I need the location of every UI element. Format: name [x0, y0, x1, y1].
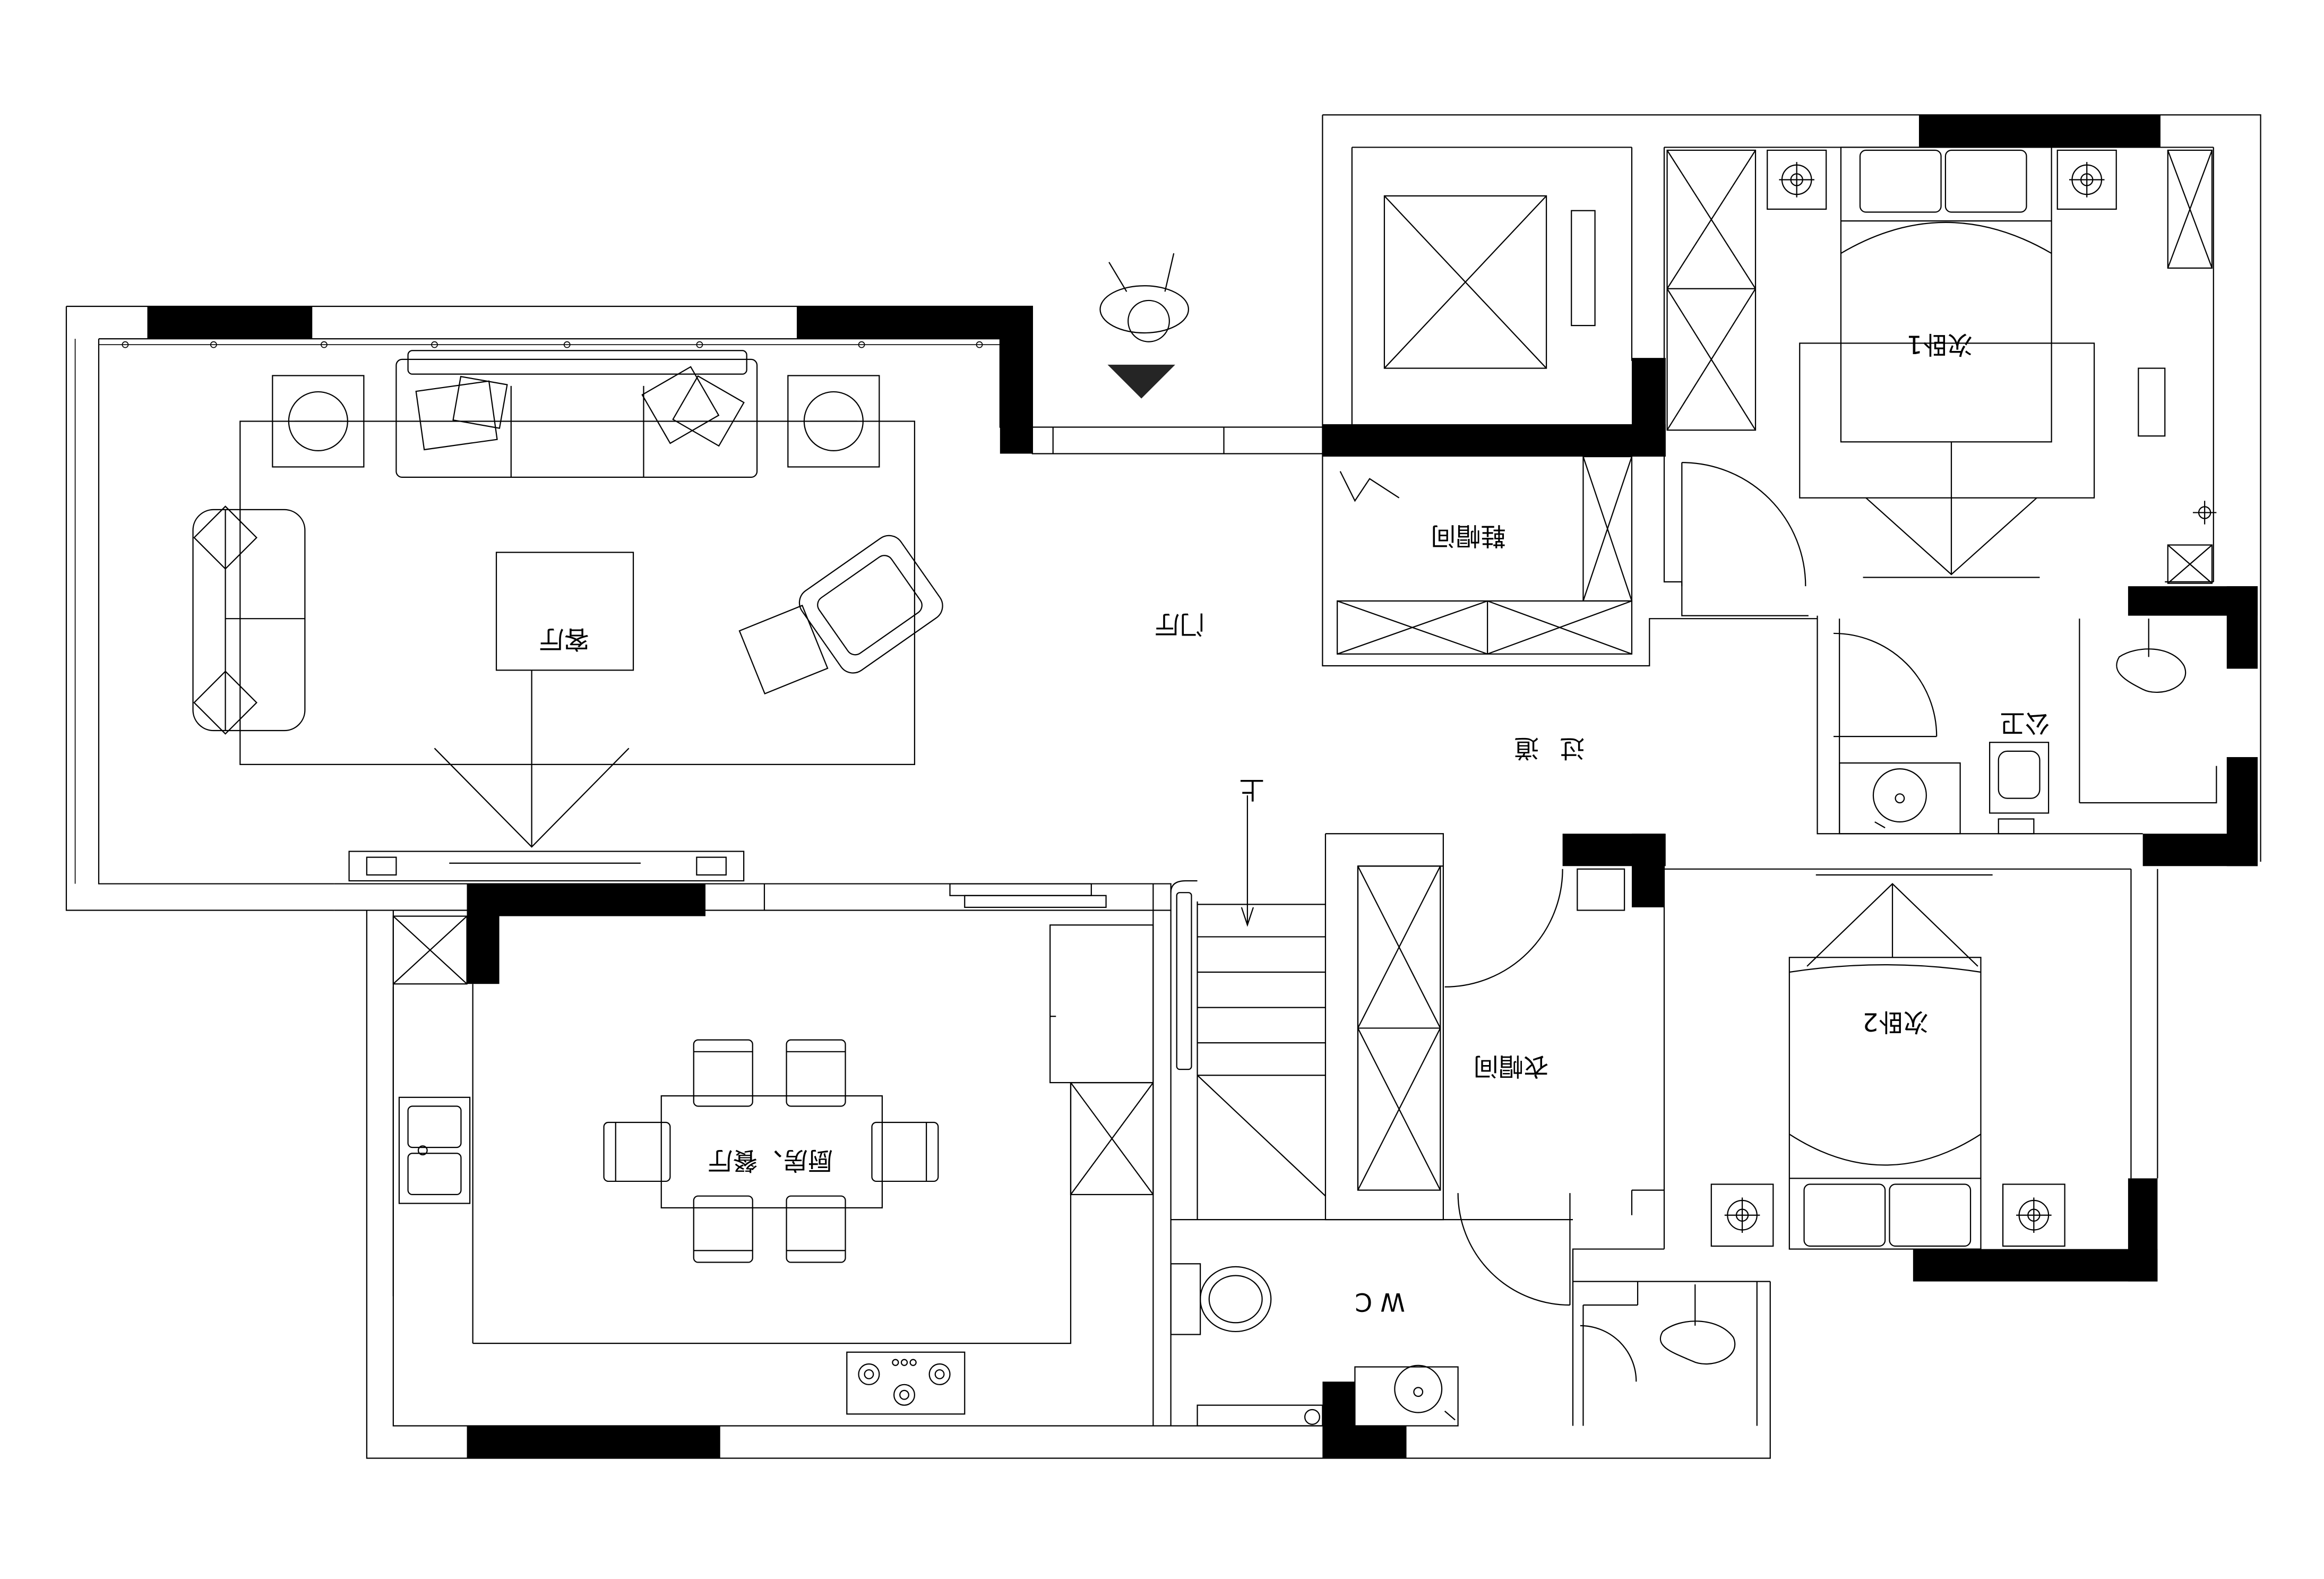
door-swing-icon [1444, 462, 1938, 1382]
room-label-kitchen-dining: 厨房、餐厅 [708, 1145, 833, 1174]
sofa-icon [395, 350, 758, 478]
room-label-foyer: 门厅 [1155, 610, 1204, 639]
bedroom2 [1577, 868, 2065, 1250]
lamp-icon [2116, 619, 2186, 693]
kitchen-dining [392, 883, 1154, 1415]
lamp-icon [1659, 1284, 1736, 1365]
chair-icon [603, 1039, 939, 1263]
loveseat-icon [192, 505, 306, 735]
stair-icon [1170, 795, 1326, 1197]
dining-table-icon [660, 1095, 883, 1208]
toilet-icon [1989, 742, 2050, 835]
tv-cabinet-icon [348, 851, 745, 882]
living-room [74, 339, 1000, 884]
room-label-bedroom2: 次卧2 [1862, 1007, 1928, 1036]
lamp-icon [1767, 149, 2117, 210]
room-label-living: 客厅 [539, 624, 589, 653]
sink-icon [1354, 1365, 1459, 1427]
room-label-corridor: 过道 [1493, 733, 1585, 762]
sink-icon [398, 1096, 471, 1204]
room-label-shoe-closet: 鞋帽间 [1431, 521, 1505, 550]
bed-icon [1788, 957, 1982, 1250]
person-icon [1099, 253, 1190, 342]
toilet-icon [1170, 1263, 1272, 1335]
solid-walls [147, 115, 2258, 1458]
wardrobe-icon [1357, 865, 1441, 1191]
bedroom1 [1767, 147, 2217, 578]
room-label-bedroom1: 次卧1 [1907, 330, 1973, 359]
room-label-powder-room: 公卫 [2000, 708, 2050, 737]
stair-up-label: 上 [1240, 774, 1264, 803]
powder-room [1839, 619, 2186, 835]
armchair-icon [798, 535, 943, 674]
shoe-closet [1337, 195, 1633, 655]
wc [1170, 1263, 1736, 1427]
area-rug [239, 421, 916, 765]
bed-icon [1840, 147, 2052, 443]
stove-icon [846, 1351, 966, 1415]
ottoman-icon [738, 604, 829, 694]
coffee-table-icon [495, 552, 634, 671]
room-label-cloakroom: 衣帽间 [1474, 1051, 1548, 1080]
lamp-icon [1710, 1183, 2065, 1247]
room-label-wc: W C [1355, 1287, 1405, 1316]
curtain-track [74, 339, 1000, 884]
entry-arrow-icon [1107, 364, 1175, 399]
sink-icon [1839, 762, 1961, 835]
side-table-icon [272, 375, 880, 468]
wardrobe-icon [1666, 149, 2213, 584]
